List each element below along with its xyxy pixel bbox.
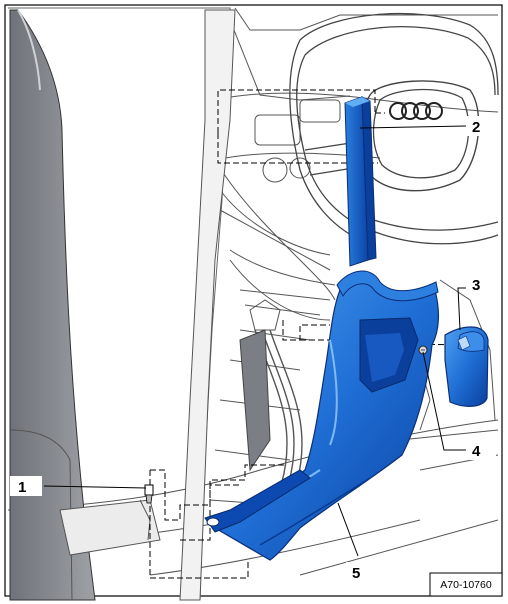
callout-4-box — [466, 440, 496, 460]
callout-5-label: 5 — [352, 565, 360, 582]
reference-code-box: A70-10760 — [429, 572, 503, 597]
callout-4-label: 4 — [472, 443, 481, 460]
callout-2-label: 2 — [472, 119, 480, 136]
pillar-recess — [239, 329, 271, 472]
brand-emblem-icon — [389, 102, 443, 120]
part-5-pillar-trim — [204, 270, 439, 561]
leader-lines — [43, 125, 473, 557]
part-2-column-trim — [344, 96, 377, 267]
callout-3-label: 3 — [472, 277, 480, 294]
callout-5-box — [346, 562, 370, 582]
part-1-clip — [144, 484, 154, 504]
callout-2-box — [466, 116, 496, 136]
a-pillar-inner — [179, 9, 236, 601]
callout-3-box — [466, 274, 496, 294]
part-3-cover — [444, 326, 489, 407]
pillar-panel — [9, 9, 96, 601]
reference-code: A70-10760 — [440, 579, 492, 591]
callouts: 1 2 3 4 5 — [10, 116, 496, 582]
callout-1-label: 1 — [18, 479, 26, 496]
callout-1-box — [10, 476, 42, 496]
